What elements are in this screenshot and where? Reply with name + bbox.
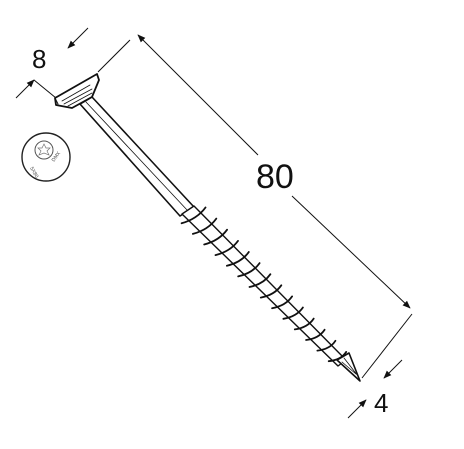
recess-circle — [34, 140, 54, 160]
thread-diameter-label: 4 — [374, 388, 388, 418]
dim-line-4-top — [383, 359, 403, 379]
dim-line-8-bottom — [15, 79, 35, 99]
head-diameter-label: 8 — [32, 44, 46, 74]
head-end-view: DMX 5X80 — [21, 132, 71, 182]
head-top-face — [54, 97, 59, 105]
thread-core — [181, 205, 347, 367]
dim-line-80-upper — [137, 34, 259, 156]
dim-line-4-bottom — [347, 399, 367, 419]
thread-lines — [180, 206, 348, 363]
head-diameter-dimension — [15, 27, 89, 99]
thread-diameter-dimension — [347, 359, 403, 419]
screw-tip — [336, 352, 361, 382]
dim-line-80-lower — [291, 195, 411, 309]
head-hatch — [61, 84, 93, 107]
length-dimension — [97, 34, 413, 379]
shank-highlight — [85, 101, 189, 212]
tip-hatch — [341, 357, 359, 377]
ext-line-8 — [33, 79, 57, 99]
screw-body — [54, 73, 361, 382]
length-label: 80 — [256, 158, 294, 196]
ext-line-head — [97, 39, 131, 73]
head-marking-bottom: 5X80 — [28, 166, 39, 179]
head-marking-top: DMX — [51, 150, 63, 163]
dim-line-8-top — [67, 27, 89, 49]
star-recess-icon — [37, 143, 51, 156]
ext-line-tip — [361, 313, 413, 379]
